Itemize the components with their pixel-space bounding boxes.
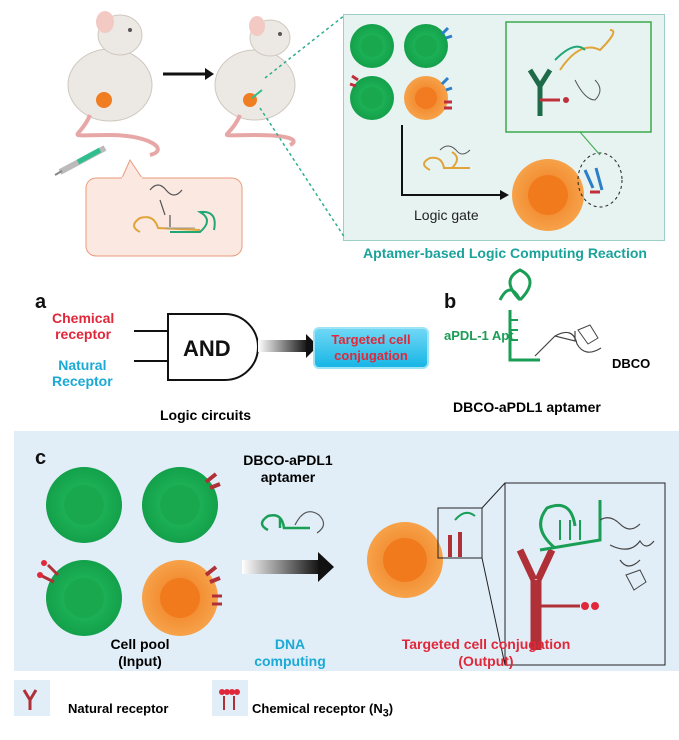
cell-pool-label: Cell pool(Input) — [110, 636, 170, 669]
mouse-icon-2 — [214, 16, 296, 147]
dbco-aptamer-structure — [498, 268, 602, 362]
dbco-label: DBCO — [612, 356, 651, 371]
logic-circuits-caption: Logic circuits — [160, 407, 252, 423]
legend-chemical-bg — [212, 680, 248, 716]
syringe-icon — [54, 145, 107, 176]
aptamer-label: aPDL-1 Apt — [444, 328, 514, 343]
input-cells-top — [349, 24, 453, 120]
panel-a-letter: a — [35, 291, 47, 313]
output-label: Targeted cell conjugation(Output) — [401, 636, 571, 669]
panel-b-letter: b — [444, 291, 457, 313]
dbco-aptamer-caption: DBCO-aPDL1 aptamer — [453, 399, 601, 415]
legend-chemical-label: Chemical receptor (N3) — [252, 701, 394, 720]
injection-callout — [85, 158, 243, 257]
antibody-aptamer-complex — [516, 500, 655, 650]
zoom-inset-top — [505, 21, 652, 133]
and-gate-label: AND — [183, 336, 231, 361]
chemical-receptor-icon — [219, 689, 240, 710]
mouse-icon — [67, 11, 160, 157]
panel-c-letter: c — [35, 447, 47, 469]
legend-natural-label: Natural receptor — [68, 701, 169, 716]
and-gate — [134, 313, 318, 381]
logic-gate-label: Logic gate — [414, 207, 479, 223]
process-arrow — [242, 560, 320, 574]
reaction-title: Aptamer-based Logic Computing Reaction — [363, 245, 647, 261]
natural-receptor-icon — [22, 689, 38, 710]
cell-pool — [37, 467, 222, 636]
